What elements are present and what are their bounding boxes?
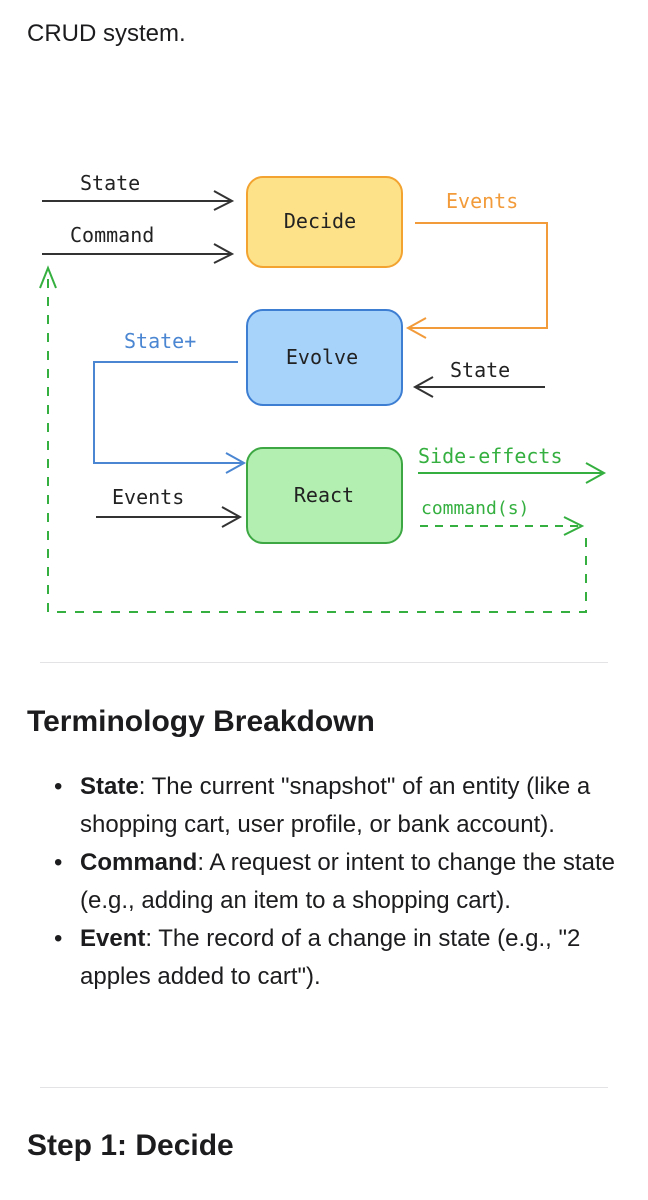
term-description: : The record of a change in state (e.g.,…: [80, 925, 581, 990]
commands-output-arrow: [420, 516, 585, 536]
state-input-label: State: [80, 171, 140, 195]
list-item: • State: The current "snapshot" of an en…: [50, 768, 630, 844]
evolve-node: [246, 309, 403, 406]
command-input-arrow: [42, 243, 235, 264]
commands-output-label: command(s): [421, 498, 529, 519]
events-input-label: Events: [112, 485, 184, 509]
bullet: •: [54, 925, 63, 952]
term-name: State: [80, 773, 139, 800]
side-effects-label: Side-effects: [418, 444, 563, 468]
term-description: : A request or intent to change the stat…: [80, 849, 615, 914]
intro-text: CRUD system.: [27, 20, 186, 47]
list-item: • Event: The record of a change in state…: [50, 920, 630, 996]
step1-heading: Step 1: Decide: [27, 1129, 234, 1162]
state-input-arrow: [42, 190, 235, 211]
feedback-loop-dashed-arrow: [47, 268, 587, 613]
list-item: • Command: A request or intent to change…: [50, 844, 630, 920]
terminology-heading: Terminology Breakdown: [27, 705, 375, 738]
divider-bottom: [40, 1087, 608, 1088]
bullet: •: [54, 849, 63, 876]
events-loop-arrow: [405, 222, 548, 339]
decide-evolve-react-diagram: Decide Evolve React State Command Events…: [39, 171, 607, 613]
state-right-label: State: [450, 358, 510, 382]
command-input-label: Command: [70, 223, 154, 247]
feedback-loop-arrowhead: [39, 265, 57, 289]
decide-label: Decide: [284, 209, 356, 233]
state-right-arrow: [412, 376, 545, 398]
react-node: [246, 447, 403, 544]
events-output-label: Events: [446, 189, 518, 213]
evolve-label: Evolve: [286, 345, 358, 369]
divider-top: [40, 662, 608, 663]
bullet: •: [54, 773, 63, 800]
react-label: React: [294, 483, 354, 507]
decide-node: [246, 176, 403, 268]
side-effects-arrow: [418, 462, 607, 484]
term-name: Event: [80, 925, 146, 952]
state-plus-label: State+: [124, 329, 196, 353]
term-name: Command: [80, 849, 198, 876]
state-plus-arrow: [93, 361, 247, 474]
term-description: : The current "snapshot" of an entity (l…: [80, 773, 591, 838]
events-input-arrow: [96, 506, 243, 528]
terminology-list: • State: The current "snapshot" of an en…: [50, 768, 630, 996]
